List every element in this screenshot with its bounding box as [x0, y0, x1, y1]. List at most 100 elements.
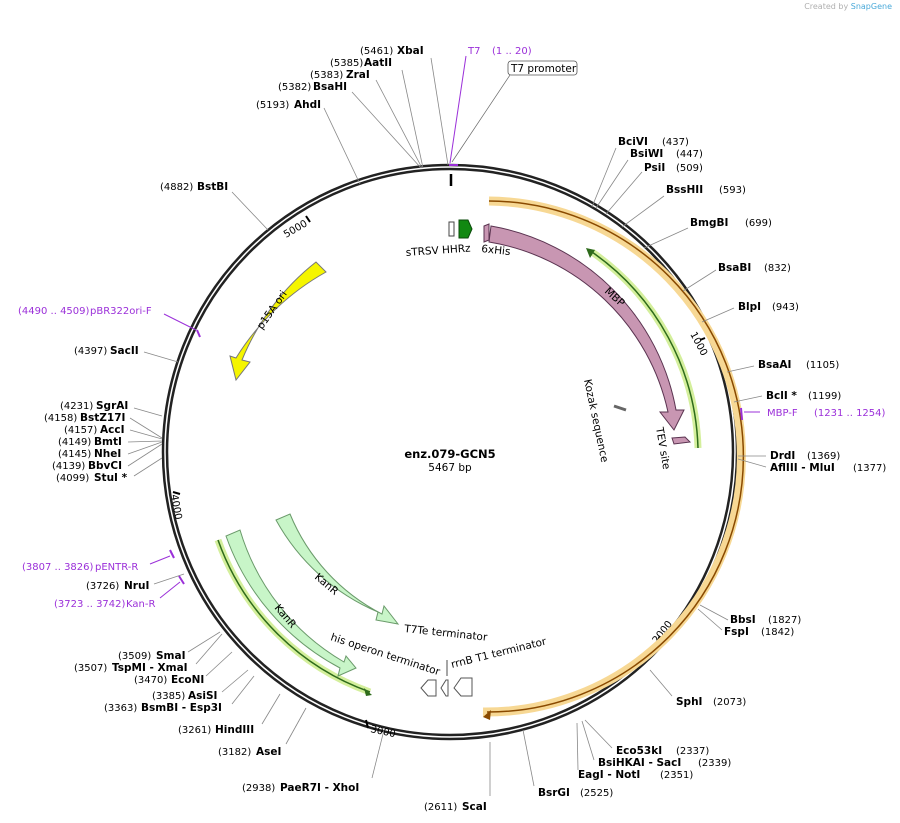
enzyme-pos: (509) [676, 163, 703, 174]
enzyme-psii: PsiI (509) [605, 162, 703, 215]
enzyme-name: AflIII - MluI [770, 462, 835, 474]
enzyme-pos: (1105) [806, 360, 839, 371]
enzyme-sacii: (4397) SacII [74, 345, 179, 363]
enzyme-pos: (2337) [676, 746, 709, 757]
plasmid-length: 5467 bp [428, 462, 472, 474]
enzyme-pos: (5383) [310, 70, 343, 81]
enzyme-ahdi: (5193) AhdI [256, 99, 361, 185]
enzyme-pos: (4145) [58, 449, 91, 460]
enzyme-pos: (3261) [178, 725, 211, 736]
enzyme-econi: (3470) EcoNI [134, 651, 233, 686]
p15a-ori-arrow [229, 261, 327, 382]
enzyme-stui: (4099) StuI * [56, 457, 163, 484]
enzyme-pos: (4158) [44, 413, 77, 424]
his-terminator-arrow [420, 679, 437, 697]
mbp-f-mark [740, 407, 743, 421]
enzyme-bbsi: BbsI (1827) [699, 604, 801, 626]
t7te-terminator-arrow [440, 679, 449, 697]
credit: Created by SnapGene [804, 2, 892, 11]
enzyme-pos: (4149) [58, 437, 91, 448]
enzyme-name: SgrAI [96, 400, 128, 412]
enzyme-asei: (3182) AseI [218, 707, 307, 758]
enzyme-name: BsrGI [538, 787, 570, 799]
enzyme-name: BbsI [730, 614, 756, 626]
enzyme-paer7i-xhoi: (2938) PaeR7I - XhoI [242, 729, 385, 794]
kan-r-name: Kan-R [126, 599, 155, 610]
enzyme-pos: (2525) [580, 788, 613, 799]
enzyme-pos: (2339) [698, 758, 731, 769]
enzyme-tspmi-xmai: (3507) TspMI - XmaI [74, 633, 223, 674]
enzyme-pos: (3470) [134, 675, 167, 686]
enzyme-fspi: FspI (1842) [697, 608, 794, 638]
enzyme-pos: (1369) [807, 451, 840, 462]
enzyme-pos: (1377) [853, 463, 886, 474]
enzyme-pos: (2351) [660, 770, 693, 781]
mbp-f-name: MBP-F [767, 408, 798, 419]
enzyme-bstbi: (4882) BstBI [160, 181, 269, 231]
enzyme-drdi: DrdI (1369) [738, 450, 840, 462]
enzyme-asisi: (3385) AsiSI [152, 669, 249, 702]
enzyme-name: SphI [676, 696, 702, 708]
enzyme-pos: (5382) [278, 82, 311, 93]
enzyme-name: PaeR7I - XhoI [280, 782, 359, 794]
rrnb-terminator-arrow [453, 677, 473, 697]
enzyme-name: BsaHI [313, 81, 347, 93]
enzyme-name: HindIII [215, 724, 254, 736]
enzyme-pos: (4099) [56, 473, 89, 484]
enzyme-bsihkai-saci: BsiHKAI - SacI (2339) [581, 720, 731, 769]
kan-r-leader [159, 581, 181, 599]
enzyme-name: BbvCI [88, 460, 122, 472]
enzyme-smai: (3509) SmaI [118, 631, 221, 662]
t7-promoter-leader [451, 74, 511, 163]
kanr-outer-arrow [225, 529, 357, 677]
enzyme-scai: (2611) ScaI [424, 742, 491, 813]
pentr-r-mark [169, 549, 175, 559]
enzyme-zrai: (5383) ZraI [310, 69, 423, 169]
pbr322ori-f-mark [196, 329, 201, 338]
enzyme-pos: (5461) [360, 46, 393, 57]
enzyme-bcivi: BciVI (437) [591, 136, 689, 208]
enzyme-name: EcoNI [171, 674, 204, 686]
enzyme-name: AccI [100, 424, 124, 436]
enzyme-eagi-noti: EagI - NotI (2351) [576, 722, 693, 781]
enzyme-nhei: (4145) NheI [58, 441, 163, 460]
enzyme-name: BsiHKAI - SacI [598, 757, 681, 769]
enzyme-sgrai: (4231) SgrAI [60, 400, 163, 417]
enzyme-name: NheI [94, 448, 121, 460]
enzyme-name: BsaAI [758, 359, 791, 371]
enzyme-name: BssHII [666, 184, 703, 196]
orange-ring-glow [482, 196, 746, 717]
enzyme-name: BclI * [766, 390, 797, 402]
enzyme-bstz17i: (4158) BstZ17I [44, 412, 163, 439]
tev-site [671, 436, 692, 445]
enzyme-name: BmtI [94, 436, 122, 448]
enzyme-name: TspMI - XmaI [112, 662, 188, 674]
enzyme-pos: (3726) [86, 581, 119, 592]
snapgene-brand: SnapGene [850, 2, 892, 11]
enzyme-bsrgi: BsrGI (2525) [522, 729, 613, 799]
kanr-outer-line [217, 539, 371, 693]
enzyme-name: AsiSI [188, 690, 217, 702]
t7-primer-leader [449, 55, 467, 164]
enzyme-pos: (699) [745, 218, 772, 229]
orange-ring-arrowhead [483, 710, 491, 720]
enzyme-hindiii: (3261) HindIII [178, 693, 281, 736]
enzyme-sphi: SphI (2073) [649, 669, 746, 708]
enzyme-pos: (5193) [256, 100, 289, 111]
enzyme-pos: (4139) [52, 461, 85, 472]
green-arc-arrowhead [586, 248, 595, 258]
kanr-outer-arrowhead [364, 688, 372, 696]
strsv-element [448, 221, 455, 237]
enzyme-name: PsiI [644, 162, 665, 174]
enzyme-pos: (2611) [424, 802, 457, 813]
green-feature-arrow [458, 219, 473, 239]
enzyme-name: AhdI [294, 99, 321, 111]
t7-promoter-box [507, 60, 578, 76]
enzyme-pos: (4157) [64, 425, 97, 436]
enzyme-pos: (4882) [160, 182, 193, 193]
enzyme-bcli: BclI * (1199) [733, 390, 841, 403]
plasmid-name: enz.079-GCN5 [404, 447, 495, 461]
enzyme-name: Eco53kI [616, 745, 662, 757]
enzyme-pos: (832) [764, 263, 791, 274]
